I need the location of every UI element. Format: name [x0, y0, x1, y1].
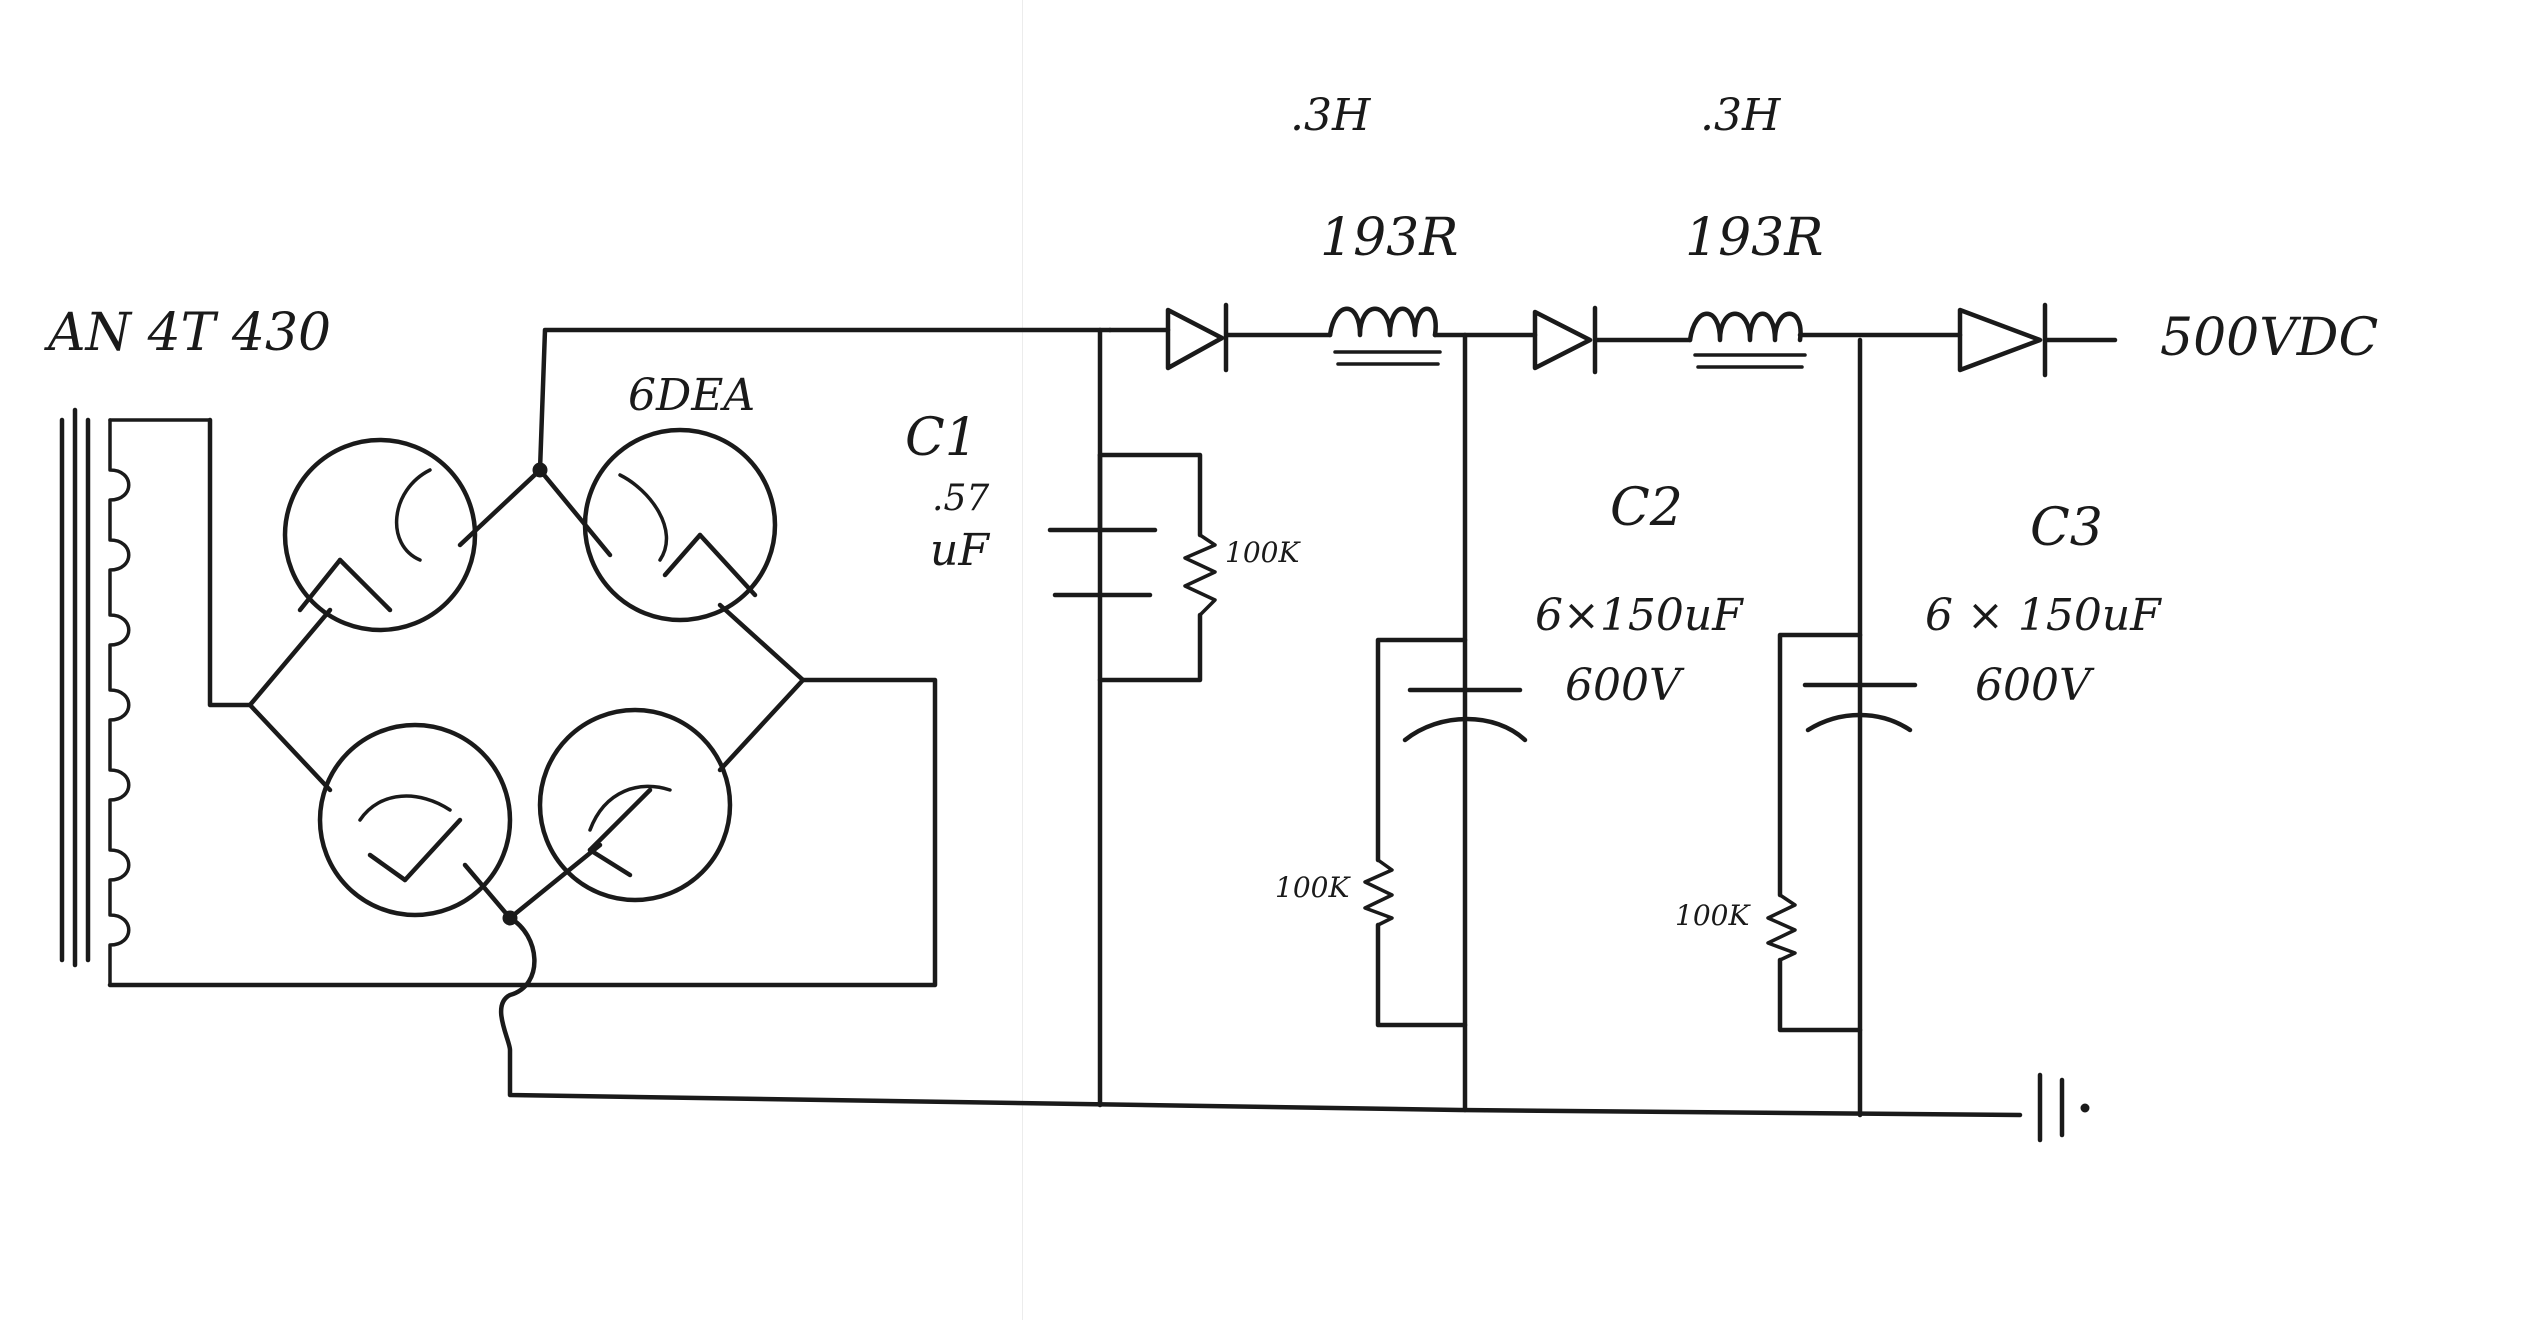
inductor-icon [1687, 311, 1807, 369]
c1-branch [1097, 327, 1203, 1108]
c3-name: C3 [2030, 498, 2103, 558]
rectifier-tube-label: 6DEA [628, 370, 755, 421]
rectifier-tube-icon [282, 437, 478, 633]
diode-icon [1957, 302, 2048, 378]
choke-2-inductance: .3H [1700, 90, 1782, 141]
c3-value: 6 × 150uF [1925, 590, 2162, 641]
c2-branch [1375, 332, 1468, 1113]
c1-value: .57 [932, 478, 989, 519]
rectifier-tube-icon [537, 707, 733, 903]
c3-voltage: 600V [1975, 660, 2095, 711]
c2-voltage: 600V [1565, 660, 1685, 711]
choke-2-resistance: 193R [1685, 208, 1823, 268]
choke-1-resistance: 193R [1320, 208, 1458, 268]
rectifier-tube-icon [317, 722, 513, 918]
choke-1-inductance: .3H [1290, 90, 1372, 141]
c1-name: C1 [905, 408, 978, 468]
transformer-label: AN 4T 430 [44, 303, 331, 363]
c2-value: 6×150uF [1535, 590, 1744, 641]
bridge-node-top [532, 462, 548, 478]
c1-bleeder-label: 100K [1225, 536, 1301, 569]
transformer-icon [59, 407, 212, 987]
main-rail [1107, 327, 2118, 343]
capacitor-icon [1802, 682, 1918, 733]
diode-icon [1532, 305, 1598, 375]
bridge-wiring [107, 327, 2023, 1118]
resistor-icon [1766, 893, 1797, 962]
paper-fold-line [1022, 0, 1023, 1320]
resistor-icon [1363, 858, 1394, 927]
resistor-icon [1183, 533, 1217, 617]
capacitor-icon [1047, 452, 1158, 598]
ground-icon [2037, 1072, 2090, 1143]
capacitor-icon [1402, 687, 1528, 743]
c3-branch [1777, 337, 1863, 1118]
output-voltage-label: 500VDC [2160, 308, 2378, 368]
bridge-node-bottom [502, 910, 518, 926]
c3-bleeder-label: 100K [1675, 899, 1751, 932]
c2-bleeder-label: 100K [1275, 871, 1351, 904]
diode-icon [1165, 302, 1229, 373]
c1-unit: uF [930, 525, 990, 576]
inductor-icon [1327, 306, 1442, 366]
c2-name: C2 [1610, 478, 1683, 538]
rectifier-tube-icon [582, 427, 778, 623]
